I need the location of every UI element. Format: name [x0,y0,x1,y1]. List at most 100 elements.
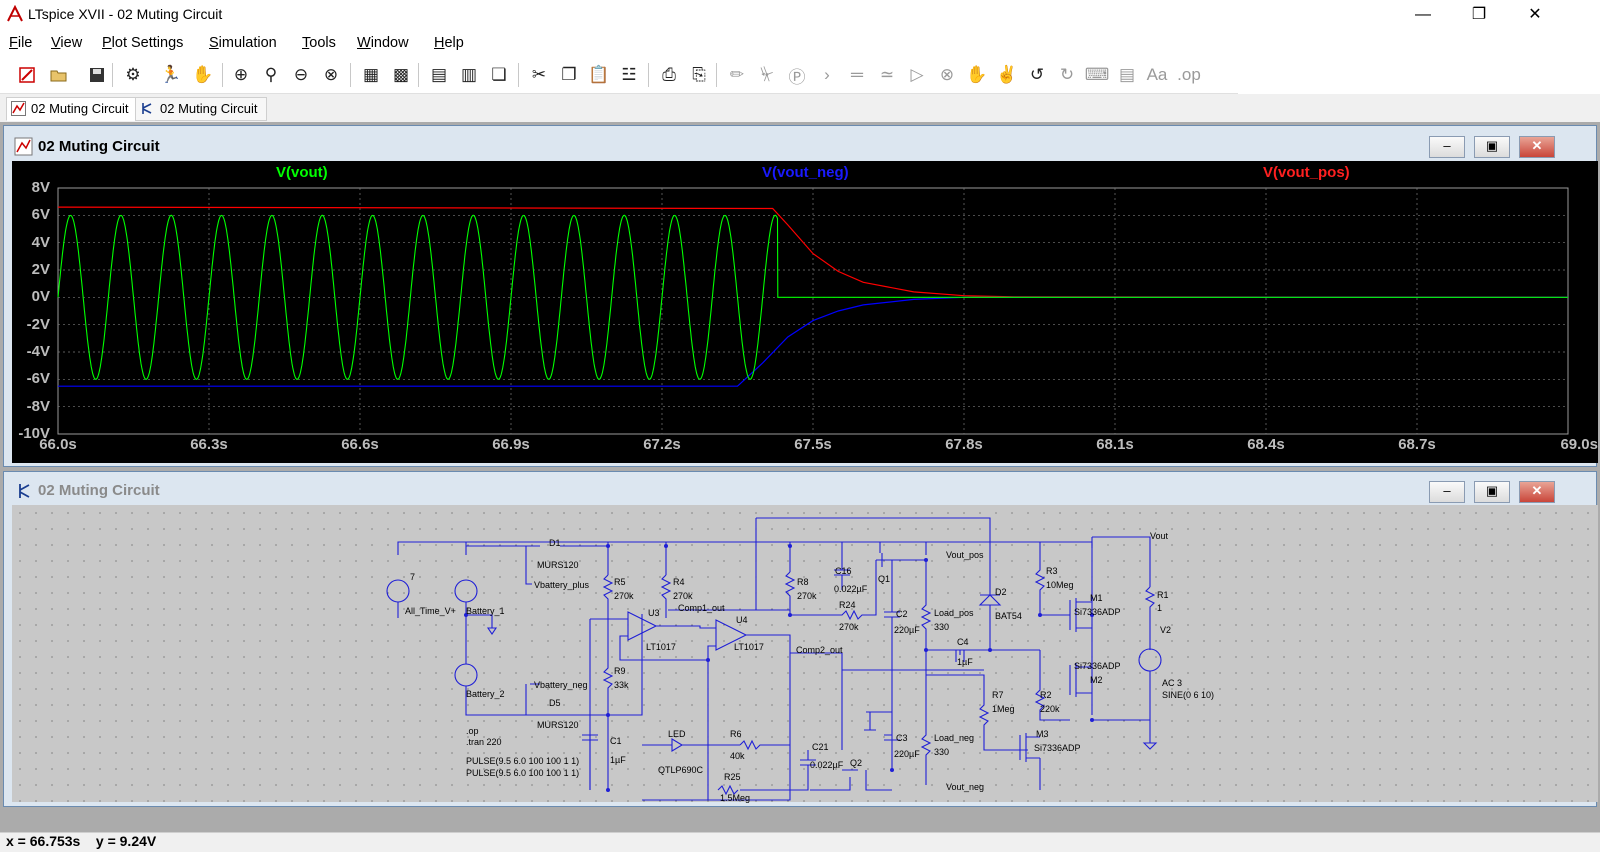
drag-icon[interactable]: ✌ [996,65,1018,84]
component-icon[interactable]: ⊗ [939,65,955,84]
menu-view[interactable]: View [51,35,83,51]
minimize-icon[interactable]: — [1415,6,1431,23]
restore-icon[interactable]: ❐ [1471,6,1487,23]
r1-label: R1 [1157,590,1169,600]
autorange-icon[interactable]: ▦ [362,65,380,84]
spice-directive-icon[interactable]: .op [1177,65,1201,84]
schematic-icon [19,484,30,498]
menu-file[interactable]: File [9,35,33,51]
trace-label-vout-neg[interactable]: V(vout_neg) [762,164,849,181]
save-icon[interactable] [84,62,110,88]
close-icon[interactable]: ✕ [1528,6,1542,23]
c4-label: C4 [957,637,969,647]
close-icon[interactable]: ✕ [1519,136,1555,158]
series-vout [57,214,1568,380]
print-icon[interactable]: ⎙ [662,65,676,84]
waveform-plot[interactable] [12,161,1598,463]
maximize-icon[interactable]: ▣ [1474,136,1510,158]
y-tick-label: -6V [26,370,50,388]
minimize-icon[interactable]: – [1429,136,1465,158]
menu-tools[interactable]: Tools [302,35,336,51]
series-vout-neg [58,296,1568,387]
vout-neg-label: Vout_neg [946,782,985,792]
y-tick-label: -4V [26,343,50,360]
tab-waveform[interactable]: 02 Muting Circuit [6,97,138,121]
paste-icon[interactable]: 📋 [588,65,610,84]
m1-label: M1 [1090,593,1103,603]
r8-value: 270k [797,591,817,601]
vbattery-plus-label: Vbattery_plus [534,580,590,590]
tran-directive[interactable]: .tran 220 [466,737,502,747]
x-tick-label: 66.0s [39,436,77,453]
menu-help[interactable]: Help [434,35,464,51]
c21-label: C21 [812,742,829,752]
inductor-icon[interactable]: ≃ [879,65,895,84]
r1-value: 1 [1157,603,1163,613]
redo-icon[interactable]: ↻ [1059,65,1075,84]
capacitor-icon[interactable]: ═ [850,65,864,84]
comp2-out-label: Comp2_out [796,645,843,655]
label-icon[interactable]: Ⓟ [788,67,806,87]
tile-horizontal-icon[interactable]: ▤ [430,65,448,84]
zoom-out-icon[interactable]: ⊖ [293,65,309,84]
menu-bar [0,30,1600,56]
d2-model-label: BAT54 [995,611,1022,621]
mirror-icon[interactable]: ▤ [1118,65,1136,84]
view-grid-icon[interactable]: ▩ [392,65,410,84]
series-vout-pos [57,206,1569,298]
wire-icon[interactable]: ✏ [729,65,745,84]
c16-label: C16 [835,566,852,576]
y-tick-label: 4V [31,233,50,251]
menu-simulation[interactable]: Simulation [209,35,277,51]
undo-icon[interactable]: ↺ [1029,65,1045,84]
r25-value: 1.5Meg [720,793,751,803]
menu-plot-settings[interactable]: Plot Settings [102,35,184,51]
pulse-directive-2[interactable]: PULSE(9.5 6.0 100 100 1 1) [466,768,580,778]
zoom-in-icon[interactable]: ⚲ [264,65,278,84]
x-tick-label: 67.5s [794,436,832,453]
d5-label: D5 [549,698,561,708]
pan-icon[interactable]: ✋ [192,65,214,84]
vout-pos-label: Vout_pos [946,550,984,560]
op-directive[interactable]: .op [466,726,479,736]
ground-icon[interactable]: ⏧ [760,65,774,84]
cut-icon[interactable]: ✂ [531,65,547,84]
d1-label: D1 [549,538,561,548]
copy-icon[interactable]: ❐ [561,65,577,84]
tile-vertical-icon[interactable]: ▥ [460,65,478,84]
y-tick-label: -2V [26,315,50,333]
run-icon[interactable]: 🏃 [160,65,182,84]
r7-value: 1Meg [992,704,1015,714]
r4-value: 270k [673,591,693,601]
close-icon[interactable]: ✕ [1519,481,1555,503]
open-icon[interactable] [46,62,72,88]
control-panel-icon[interactable]: ⚙ [125,65,141,84]
diode-icon[interactable]: ▷ [910,65,924,84]
print-setup-icon[interactable]: ⎘ [692,65,706,84]
cascade-icon[interactable]: ❏ [491,65,507,84]
trace-label-vout-pos[interactable]: V(vout_pos) [1263,164,1350,181]
resistor-icon[interactable]: › [824,65,830,84]
q2-label: Q2 [850,758,863,768]
r5-label: R5 [614,577,626,587]
c3-label: C3 [896,733,908,743]
d5-model-label: MURS120 [537,720,579,730]
minimize-icon[interactable]: – [1429,481,1465,503]
trace-label-vout[interactable]: V(vout) [276,164,328,181]
rotate-icon[interactable]: ⌨ [1084,65,1110,84]
move-icon[interactable]: ✋ [966,65,988,84]
zoom-fit-icon[interactable]: ⊗ [323,65,339,84]
zoom-area-icon[interactable]: ⊕ [233,65,249,84]
load-neg-value: 330 [934,747,950,757]
tab-schematic[interactable]: 02 Muting Circuit [135,97,267,121]
maximize-icon[interactable]: ▣ [1474,481,1510,503]
find-icon[interactable]: ☳ [621,65,637,84]
text-icon[interactable]: Aa [1146,65,1168,84]
ltspice-logo-icon [7,5,23,22]
r3-label: R3 [1046,566,1058,576]
menu-window[interactable]: Window [357,35,409,51]
pulse-directive-1[interactable]: PULSE(9.5 6.0 100 100 1 1) [466,756,580,766]
new-schematic-icon[interactable] [14,62,40,88]
